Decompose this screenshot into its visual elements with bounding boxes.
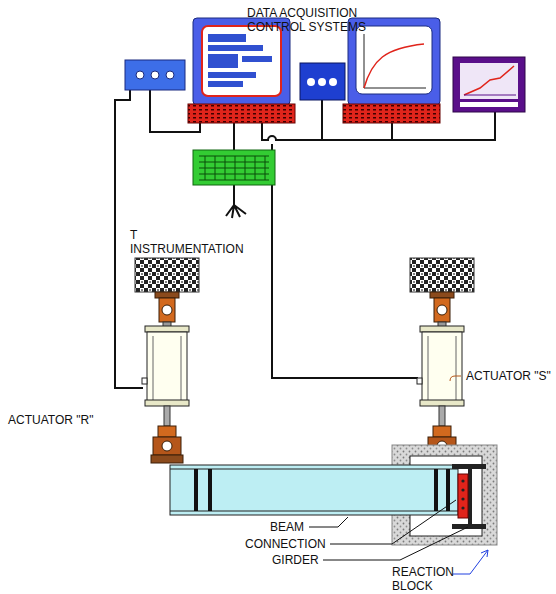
- connection-plate: [461, 497, 464, 500]
- marker-letter: T: [130, 228, 137, 242]
- control-computer: [208, 72, 256, 78]
- control-computer: [208, 34, 246, 42]
- load-cell: [135, 258, 199, 292]
- actuator-label: ACTUATOR "R": [8, 413, 93, 427]
- signal-wire: [233, 123, 235, 150]
- plot-monitor: [356, 26, 432, 94]
- servo-controller: [307, 78, 315, 86]
- servo-controller: [329, 78, 337, 86]
- girder: [452, 464, 486, 529]
- signal-wire: [115, 90, 143, 388]
- plotter: [453, 57, 525, 112]
- connection-plate: [461, 479, 464, 482]
- signal-wire: [321, 100, 323, 140]
- connection-plate: [461, 488, 464, 491]
- signal-wire: [233, 185, 235, 205]
- leader-line: [309, 517, 348, 527]
- signal-conditioner: [125, 60, 185, 90]
- instrumentation-box: [193, 150, 275, 185]
- reaction-leader: [453, 550, 488, 574]
- connection-label: CONNECTION: [245, 537, 326, 551]
- signal-wire: [272, 144, 418, 378]
- load-cell: [135, 258, 474, 292]
- plotter: [453, 57, 525, 112]
- test-beam: [170, 465, 458, 515]
- control-computer: [188, 104, 295, 123]
- plot-monitor: [343, 104, 440, 123]
- signal-conditioner: [125, 60, 185, 90]
- test-beam: [170, 465, 458, 515]
- beam-label: BEAM: [270, 520, 304, 534]
- signal-conditioner: [136, 71, 144, 79]
- leader-line: [309, 376, 468, 560]
- signal-wire: [391, 123, 393, 140]
- control-computer: [242, 56, 272, 62]
- control-computer: [208, 45, 263, 51]
- hydraulic-actuator: [142, 292, 189, 463]
- leader-line: [330, 500, 456, 544]
- control-computer: [202, 26, 281, 96]
- control-computer: [208, 81, 243, 87]
- reaction-leader: [481, 550, 488, 557]
- reaction-block-label: REACTION BLOCK: [392, 565, 454, 593]
- plotter: [464, 66, 514, 95]
- signal-wire: [226, 205, 246, 218]
- hydraulic-actuator: [417, 292, 464, 463]
- girder: [452, 524, 486, 529]
- instrumentation-box: [193, 150, 275, 185]
- connection-plate: [458, 474, 468, 518]
- plot-monitor: [364, 34, 426, 88]
- girder: [452, 464, 486, 469]
- test-beam: [170, 469, 458, 470]
- system-label: DATA ACQUISITION CONTROL SYSTEMS: [247, 6, 377, 34]
- instrumentation-label: INSTRUMENTATION: [130, 242, 244, 256]
- servo-controller: [300, 63, 345, 100]
- plotter: [464, 95, 516, 96]
- load-cell: [410, 258, 474, 292]
- control-computer: [208, 54, 238, 68]
- test-beam: [434, 469, 438, 511]
- leader-line: [450, 376, 461, 381]
- connection-plate: [458, 474, 468, 518]
- plotter: [460, 102, 518, 107]
- plotter: [460, 63, 518, 99]
- girder-label: GIRDER: [272, 553, 319, 567]
- actuator-label: ACTUATOR "S": [466, 369, 551, 383]
- signal-conditioner: [151, 71, 159, 79]
- leader-line: [323, 527, 468, 560]
- test-beam: [194, 469, 198, 511]
- hydraulic-actuator: [142, 292, 464, 463]
- test-beam: [170, 511, 458, 512]
- connection-plate: [461, 506, 464, 509]
- instrumentation-box: [199, 156, 269, 180]
- reaction-leader: [453, 550, 488, 574]
- signal-conditioner: [166, 71, 174, 79]
- girder: [468, 469, 472, 524]
- test-beam: [208, 469, 212, 511]
- plot-monitor: [364, 44, 424, 88]
- servo-controller: [318, 78, 326, 86]
- servo-controller: [300, 63, 345, 100]
